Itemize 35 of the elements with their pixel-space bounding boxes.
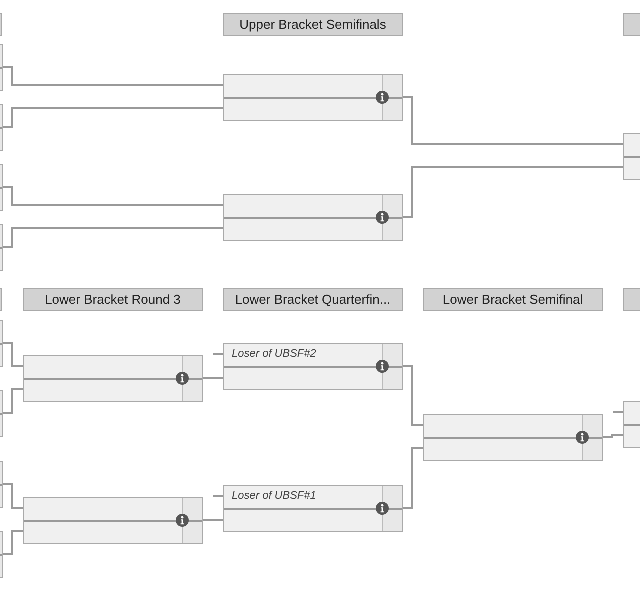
bracket-line [213,354,223,356]
round-header [23,288,203,311]
bracket-line [3,186,223,206]
match-card [23,497,203,544]
bracket-line [403,166,623,218]
bracket-line [3,342,23,368]
round-title: Lower Bracket Quarterfin... [235,292,391,307]
bracket-line [3,228,223,248]
match-card [423,414,603,461]
round-header [223,13,403,36]
bracket-line [603,434,623,438]
bracket-line [3,66,223,86]
placeholder-text: Loser of UBSF#1 [232,490,316,502]
round-title: Lower Bracket Round 3 [45,292,181,307]
placeholder-text: Loser of UBSF#2 [232,348,316,360]
bracket-line [203,378,223,380]
bracket-line [3,388,23,414]
match-card [23,355,203,402]
round-header [423,288,603,311]
bracket-line [613,412,623,414]
match-card [223,194,403,241]
match-card [223,74,403,121]
round-header [223,288,403,311]
bracket-line [3,484,23,510]
bracket-line [403,448,423,510]
bracket-line [3,108,223,128]
bracket-line [403,366,423,426]
bracket-line [203,520,223,522]
bracket-line [3,530,23,556]
round-title: Lower Bracket Semifinal [442,292,584,307]
match-card [223,485,403,532]
bracket-line [213,496,223,498]
match-card [223,343,403,390]
round-title: Upper Bracket Semifinals [240,17,386,32]
bracket-line [403,96,623,146]
